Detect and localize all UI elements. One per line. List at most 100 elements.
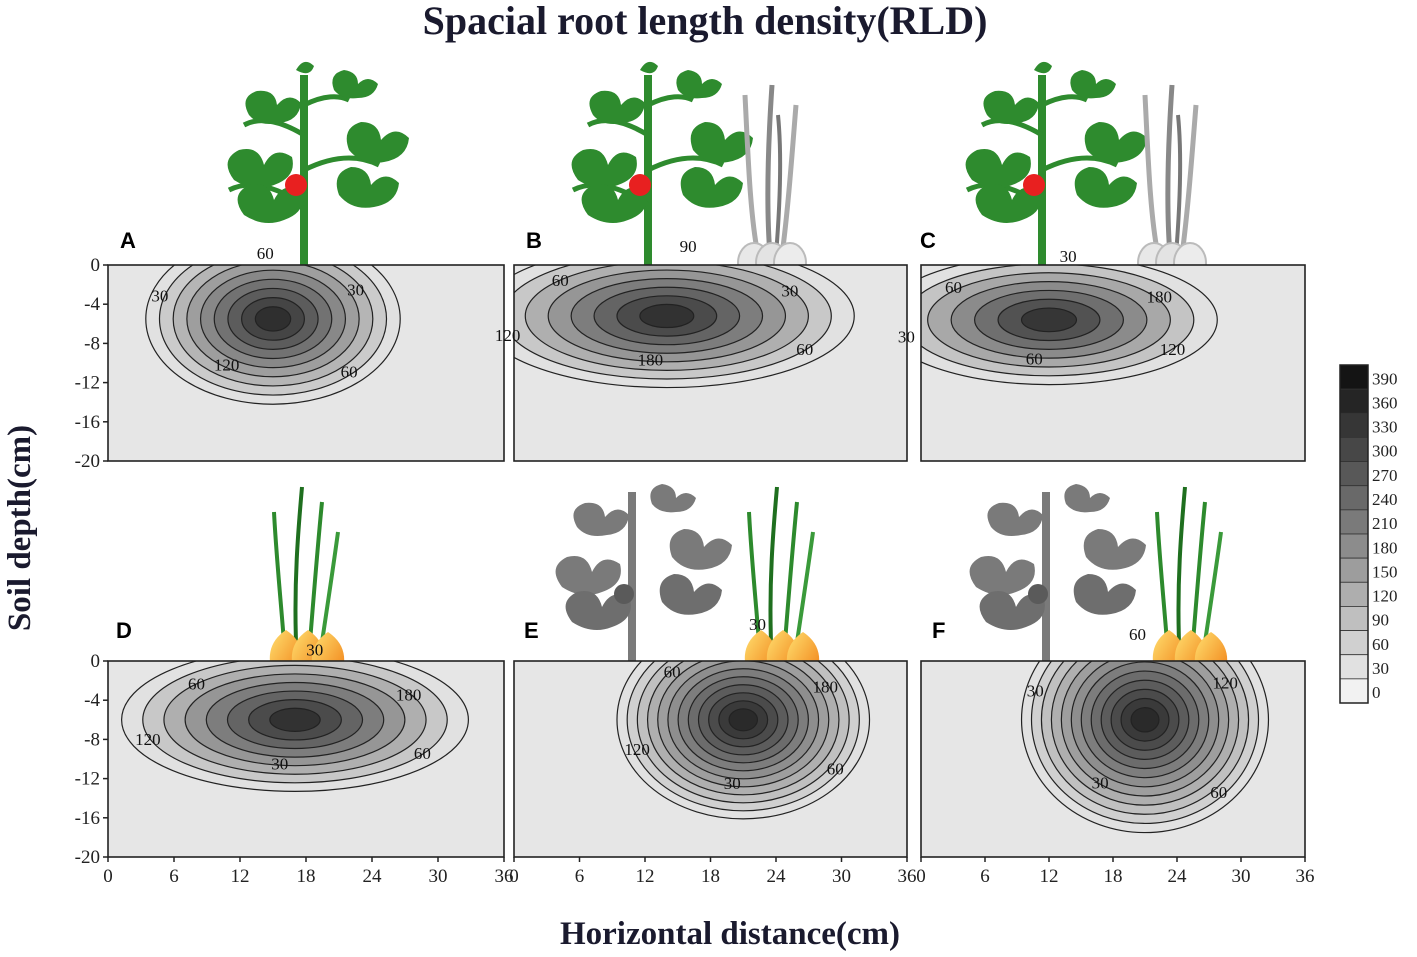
contour-label: 30 [1092,773,1109,792]
contour-band [254,306,292,332]
colorbar-label: 180 [1372,538,1398,557]
panel-frame [107,264,505,462]
contour-label: 30 [347,281,364,300]
contour-label: 60 [414,744,431,763]
colorbar-label: 30 [1372,659,1389,678]
panel-frame [920,264,1306,462]
tomato-plant-gray-icon [556,484,732,662]
colorbar-swatch [1339,364,1369,390]
colorbar-label: 60 [1372,635,1389,654]
contour-panels: 306012030600-4-8-12-16-20306018012060901… [75,237,1315,887]
y-tick-label: -4 [84,294,100,315]
y-tick-label: -8 [84,333,100,354]
x-tick-label: 18 [1104,866,1123,887]
x-tick-label: 24 [767,866,787,887]
contour-label: 120 [495,326,521,345]
panel-label-e: E [524,618,539,643]
contour-label: 30 [1027,681,1044,700]
colorbar-swatch [1339,630,1369,656]
garlic-plant-icon [1138,85,1206,283]
contour-label: 180 [396,685,422,704]
x-tick-label: 30 [832,866,851,887]
colorbar-swatch [1339,606,1369,631]
contour-label: 180 [813,678,839,697]
x-tick-label: 24 [363,866,383,887]
contour-fill [145,265,401,405]
x-tick-label: 24 [1168,866,1188,887]
x-tick-label: 6 [169,866,179,887]
colorbar-swatch [1339,557,1369,583]
contour-label: 30 [1060,247,1077,266]
contour-band [1130,707,1160,733]
contour-band [728,708,759,732]
contour-band [639,303,695,329]
contour-label: 60 [341,363,358,382]
contour-label: 60 [552,271,569,290]
colorbar-label: 210 [1372,514,1398,533]
colorbar-swatch [1339,412,1369,438]
contour-label: 120 [624,740,650,759]
contour-label: 60 [827,759,844,778]
y-tick-label: 0 [91,255,101,276]
x-tick-label: 36 [495,866,514,887]
colorbar-label: 390 [1372,369,1398,388]
contour-label: 30 [306,641,323,660]
onion-plant-icon [742,485,822,686]
y-tick-label: -20 [75,847,100,868]
chart-title: Spacial root length density(RLD) [423,0,988,43]
contour-fill [921,265,1218,386]
y-tick-label: -16 [75,412,100,433]
colorbar-swatch [1339,654,1369,680]
panel-frame [513,264,908,462]
colorbar-swatch [1339,388,1369,414]
contour-label: 60 [1129,625,1146,644]
x-tick-label: 18 [297,866,316,887]
contour-label: 120 [1212,674,1238,693]
contour-fill [514,265,855,389]
contour-label: 30 [781,281,798,300]
contour-label: 30 [749,615,766,634]
colorbar-swatch [1339,509,1369,535]
x-tick-label: 12 [636,866,655,887]
colorbar-swatch [1339,461,1369,487]
colorbar-frame [1339,364,1369,704]
contour-label: 180 [638,351,664,370]
panel-label-b: B [526,228,542,253]
contour-label: 30 [724,774,741,793]
contour-label: 90 [680,237,697,256]
contour-label: 60 [1210,783,1227,802]
x-tick-label: 36 [1296,866,1315,887]
garlic-plant-icon [738,85,806,283]
colorbar-label: 270 [1372,466,1398,485]
colorbar-label: 300 [1372,442,1398,461]
tomato-plant-icon [966,62,1147,265]
contour-fill [1020,661,1270,834]
colorbar-label: 240 [1372,490,1398,509]
contour-label: 60 [257,244,274,263]
contour-label: 120 [135,730,161,749]
x-tick-label: 30 [1232,866,1251,887]
x-tick-label: 12 [1040,866,1059,887]
panel-label-a: A [120,228,136,253]
colorbar-label: 150 [1372,562,1398,581]
y-tick-label: -12 [75,769,100,790]
colorbar-swatch [1339,533,1369,559]
x-tick-label: 0 [103,866,113,887]
contour-band [269,707,321,732]
x-tick-label: 6 [980,866,990,887]
colorbar-swatch [1339,485,1369,511]
y-tick-label: -12 [75,373,100,394]
contour-label: 30 [151,286,168,305]
y-tick-label: -16 [75,808,100,829]
colorbar-label: 330 [1372,418,1398,437]
tomato-plant-icon [572,62,753,265]
contour-label: 60 [664,663,681,682]
colorbar-label: 0 [1372,683,1381,702]
x-tick-label: 6 [575,866,585,887]
